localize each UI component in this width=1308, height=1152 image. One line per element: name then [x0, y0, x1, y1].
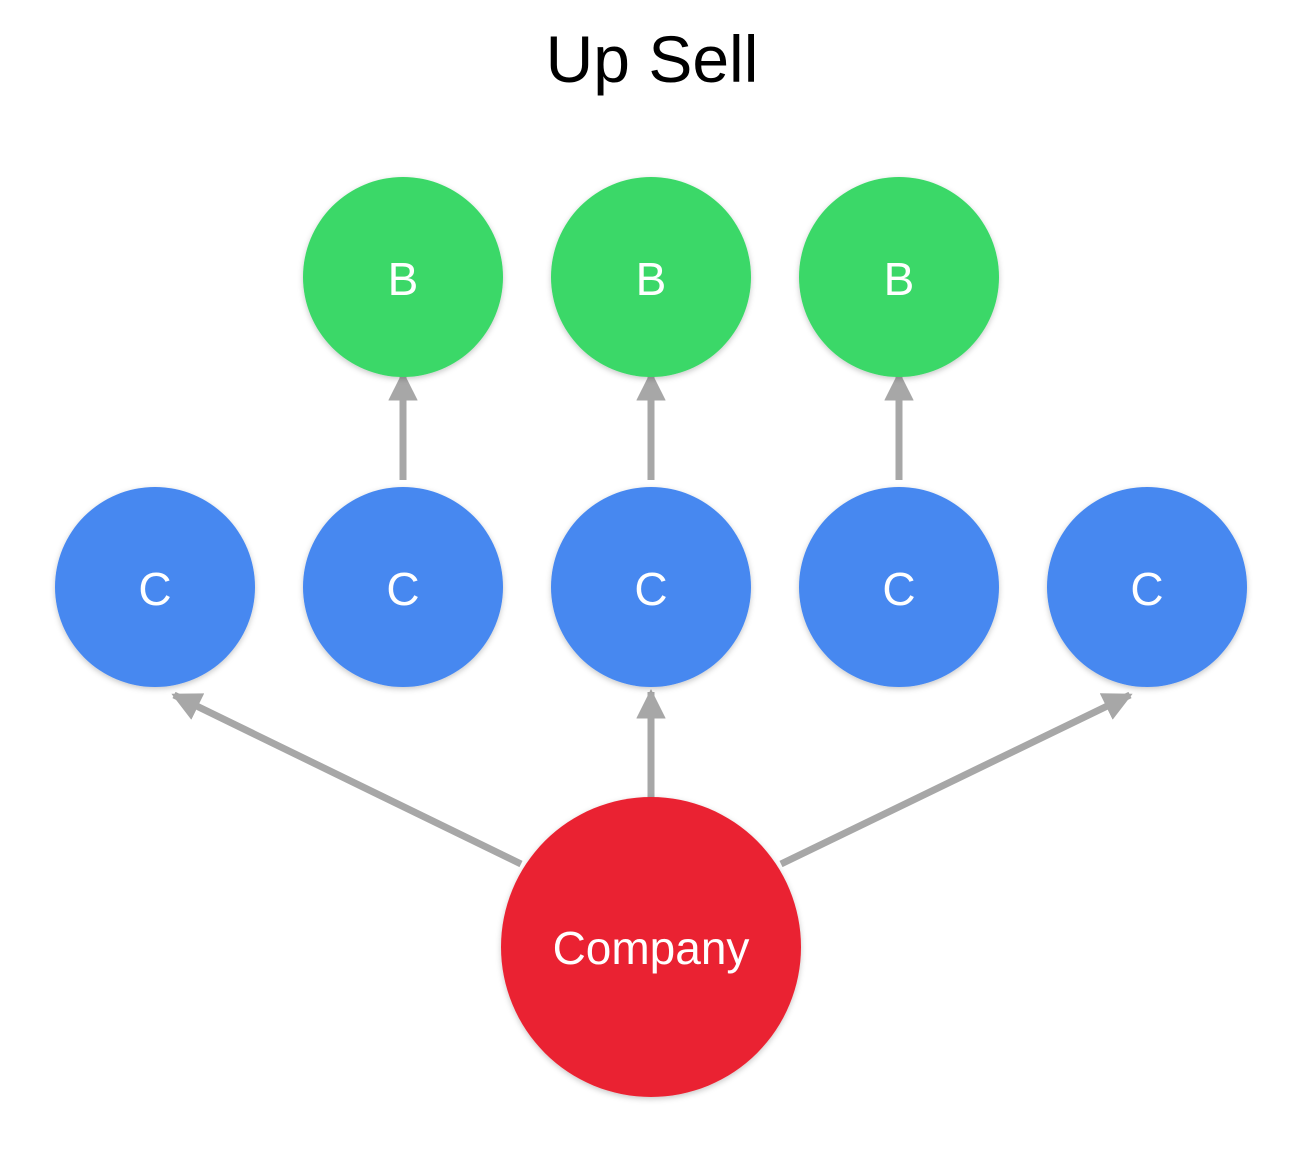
node-c1-circle	[55, 487, 255, 687]
node-c3-label: C	[634, 563, 667, 615]
node-b1: B	[303, 177, 503, 377]
node-b3: B	[799, 177, 999, 377]
node-b1-label: B	[388, 253, 419, 305]
node-company-label: Company	[553, 922, 750, 974]
edge-company-to-c1	[171, 691, 523, 868]
node-b2-circle	[551, 177, 751, 377]
diagram-title: Up Sell	[546, 22, 759, 96]
node-b2-label: B	[636, 253, 667, 305]
node-c1-label: C	[138, 563, 171, 615]
node-b2: B	[551, 177, 751, 377]
node-b1-circle	[303, 177, 503, 377]
node-c2: C	[303, 487, 503, 687]
edges	[171, 371, 1133, 868]
node-c4-label: C	[882, 563, 915, 615]
edge-company-to-c5	[779, 691, 1133, 868]
node-company-circle	[501, 797, 801, 1097]
node-c2-circle	[303, 487, 503, 687]
node-b3-label: B	[884, 253, 915, 305]
node-c5-circle	[1047, 487, 1247, 687]
node-c3: C	[551, 487, 751, 687]
node-b3-circle	[799, 177, 999, 377]
node-c1: C	[55, 487, 255, 687]
node-c5-label: C	[1130, 563, 1163, 615]
node-c5: C	[1047, 487, 1247, 687]
node-c3-circle	[551, 487, 751, 687]
node-c2-label: C	[386, 563, 419, 615]
node-company: Company	[501, 797, 801, 1097]
node-c4: C	[799, 487, 999, 687]
node-c4-circle	[799, 487, 999, 687]
